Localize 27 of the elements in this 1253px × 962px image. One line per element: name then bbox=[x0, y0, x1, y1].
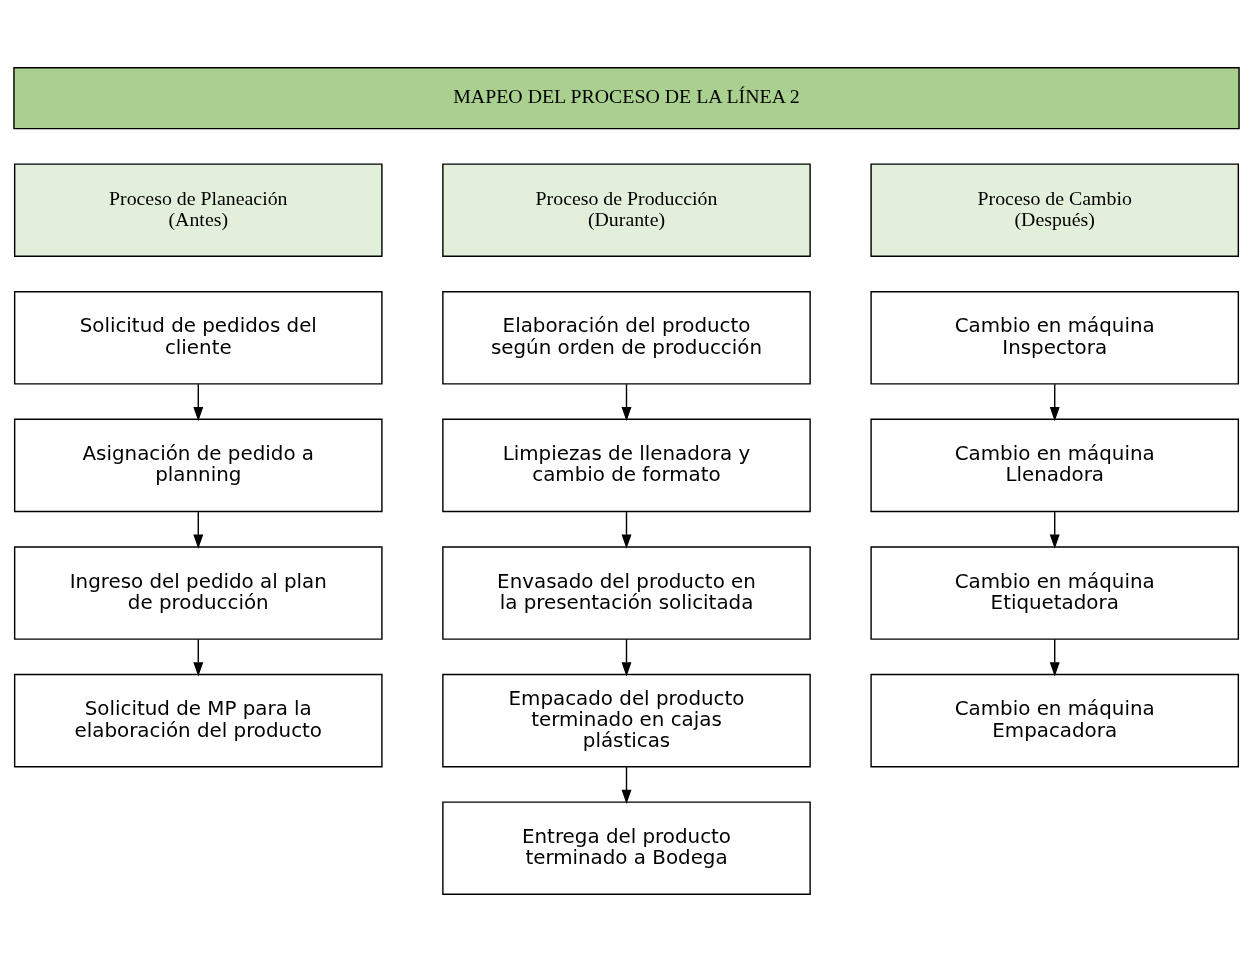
arrow bbox=[193, 511, 204, 549]
node-box: Limpiezas de llenadora y cambio de formato bbox=[442, 418, 811, 513]
arrow bbox=[621, 638, 632, 677]
arrow bbox=[1049, 383, 1060, 422]
node-box: Asignación de pedido a planning bbox=[13, 418, 383, 513]
arrow bbox=[621, 766, 632, 804]
node-box: Proceso de Cambio (Después) bbox=[870, 163, 1240, 257]
arrow bbox=[193, 638, 204, 677]
node-box: Proceso de Planeación (Antes) bbox=[13, 163, 383, 257]
node-box: Envasado del producto en la presentación solicitada bbox=[442, 546, 811, 640]
arrow bbox=[1049, 638, 1060, 677]
arrow bbox=[193, 383, 204, 422]
node-box: Cambio en máquina Llenadora bbox=[870, 418, 1240, 513]
node-box: Cambio en máquina Inspectora bbox=[870, 291, 1240, 385]
node-box: Cambio en máquina Empacadora bbox=[870, 673, 1240, 768]
node-box: Cambio en máquina Etiquetadora bbox=[870, 546, 1240, 640]
node-box: Ingreso del pedido al plan de producción bbox=[13, 546, 383, 640]
node-box: Elaboración del producto según orden de producción bbox=[442, 291, 811, 385]
node-box: Entrega del producto terminado a Bodega bbox=[442, 801, 811, 896]
node-box: Solicitud de MP para la elaboración del producto bbox=[13, 673, 383, 768]
arrow bbox=[621, 383, 632, 422]
arrow bbox=[621, 511, 632, 549]
arrow bbox=[1049, 511, 1060, 549]
node-box: Empacado del producto terminado en cajas plásticas bbox=[442, 673, 811, 768]
node-box: Proceso de Producción (Durante) bbox=[442, 163, 811, 257]
node-box: MAPEO DEL PROCESO DE LA LÍNEA 2 bbox=[13, 66, 1240, 130]
node-box: Solicitud de pedidos del cliente bbox=[13, 291, 383, 385]
